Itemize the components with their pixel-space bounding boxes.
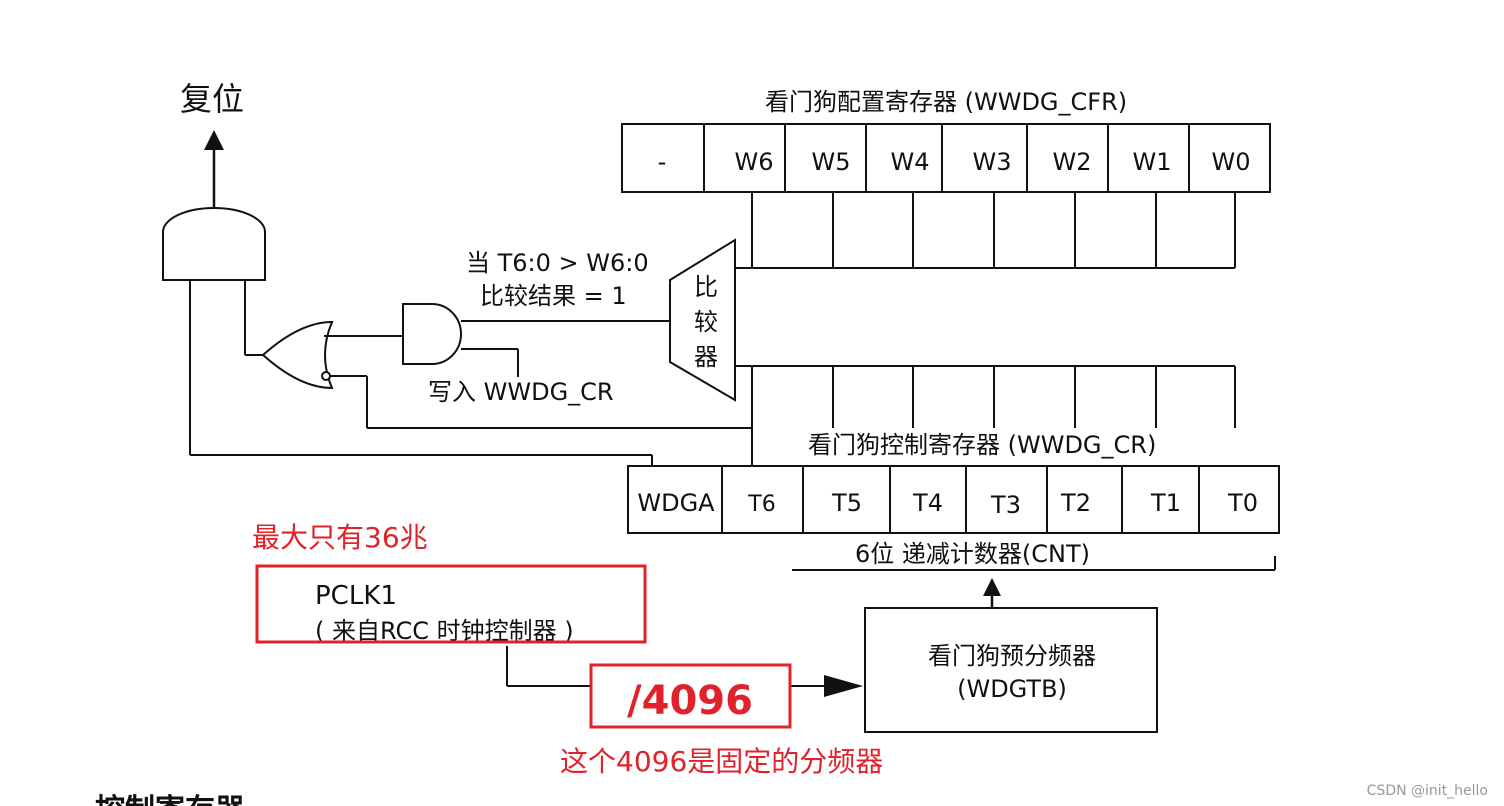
footer-heading-partial: 控制寄存器 xyxy=(95,793,246,806)
reset-arrow-head xyxy=(204,130,224,150)
divider-label: /4096 xyxy=(627,678,753,724)
cfr-register xyxy=(621,123,1271,193)
counter-arrow-head xyxy=(983,578,1001,596)
pclk-line1: PCLK1 xyxy=(315,581,397,611)
condition-line1: 当 T6:0 > W6:0 xyxy=(466,249,649,277)
cr-bit-t6: T6 xyxy=(747,492,775,517)
cfr-bit-w1: W1 xyxy=(1133,148,1172,176)
annotation-fixed: 这个4096是固定的分频器 xyxy=(560,745,883,778)
annotation-max: 最大只有36兆 xyxy=(252,521,428,554)
watermark: CSDN @init_hello xyxy=(1367,783,1488,799)
comparator-char-3: 器 xyxy=(694,343,718,371)
comparator xyxy=(669,238,736,402)
cfr-bit-w4: W4 xyxy=(891,148,930,176)
cfr-title: 看门狗配置寄存器 (WWDG_CFR) xyxy=(765,88,1127,116)
cr-title: 看门狗控制寄存器 (WWDG_CR) xyxy=(808,431,1156,459)
comparator-char-2: 较 xyxy=(694,308,718,336)
reset-and-gate xyxy=(162,207,266,281)
compare-and-gate xyxy=(402,303,462,365)
write-label: 写入 WWDG_CR xyxy=(428,378,614,406)
cfr-bit-w0: W0 xyxy=(1212,148,1251,176)
counter-label: 6位 递减计数器(CNT) xyxy=(855,540,1090,568)
cr-bit-t2: T2 xyxy=(1060,489,1091,517)
counter-bracket xyxy=(792,556,1276,571)
inverter-bubble xyxy=(321,371,331,381)
cfr-bus xyxy=(735,192,1236,269)
cfr-bit-w3: W3 xyxy=(973,148,1012,176)
cr-bit-t1: T1 xyxy=(1150,489,1181,517)
cr-bit-t0: T0 xyxy=(1227,489,1258,517)
cr-bus xyxy=(735,365,1236,466)
divider-highlight-box xyxy=(589,663,792,729)
prescaler-line2: (WDGTB) xyxy=(957,675,1067,703)
cfr-bit-w2: W2 xyxy=(1053,148,1092,176)
comparator-char-1: 比 xyxy=(694,273,718,301)
prescaler-box xyxy=(864,607,1158,733)
condition-line2: 比较结果 = 1 xyxy=(480,282,627,310)
pclk-line2: ( 来自RCC 时钟控制器 ) xyxy=(315,617,574,645)
cfr-bit-reserved: - xyxy=(658,148,667,176)
cr-bit-t3: T3 xyxy=(990,491,1021,519)
prescaler-line1: 看门狗预分频器 xyxy=(928,642,1096,670)
clock-arrow-head xyxy=(824,675,863,697)
reset-label: 复位 xyxy=(180,80,244,118)
cr-bit-wdga: WDGA xyxy=(637,489,715,517)
cfr-bit-w6: W6 xyxy=(735,148,774,176)
cr-bit-t5: T5 xyxy=(831,489,862,517)
cr-bit-t4: T4 xyxy=(912,489,943,517)
or-gate xyxy=(261,320,334,390)
pclk-highlight-box xyxy=(255,564,647,644)
cfr-bit-w5: W5 xyxy=(812,148,851,176)
cr-register xyxy=(627,465,1280,534)
